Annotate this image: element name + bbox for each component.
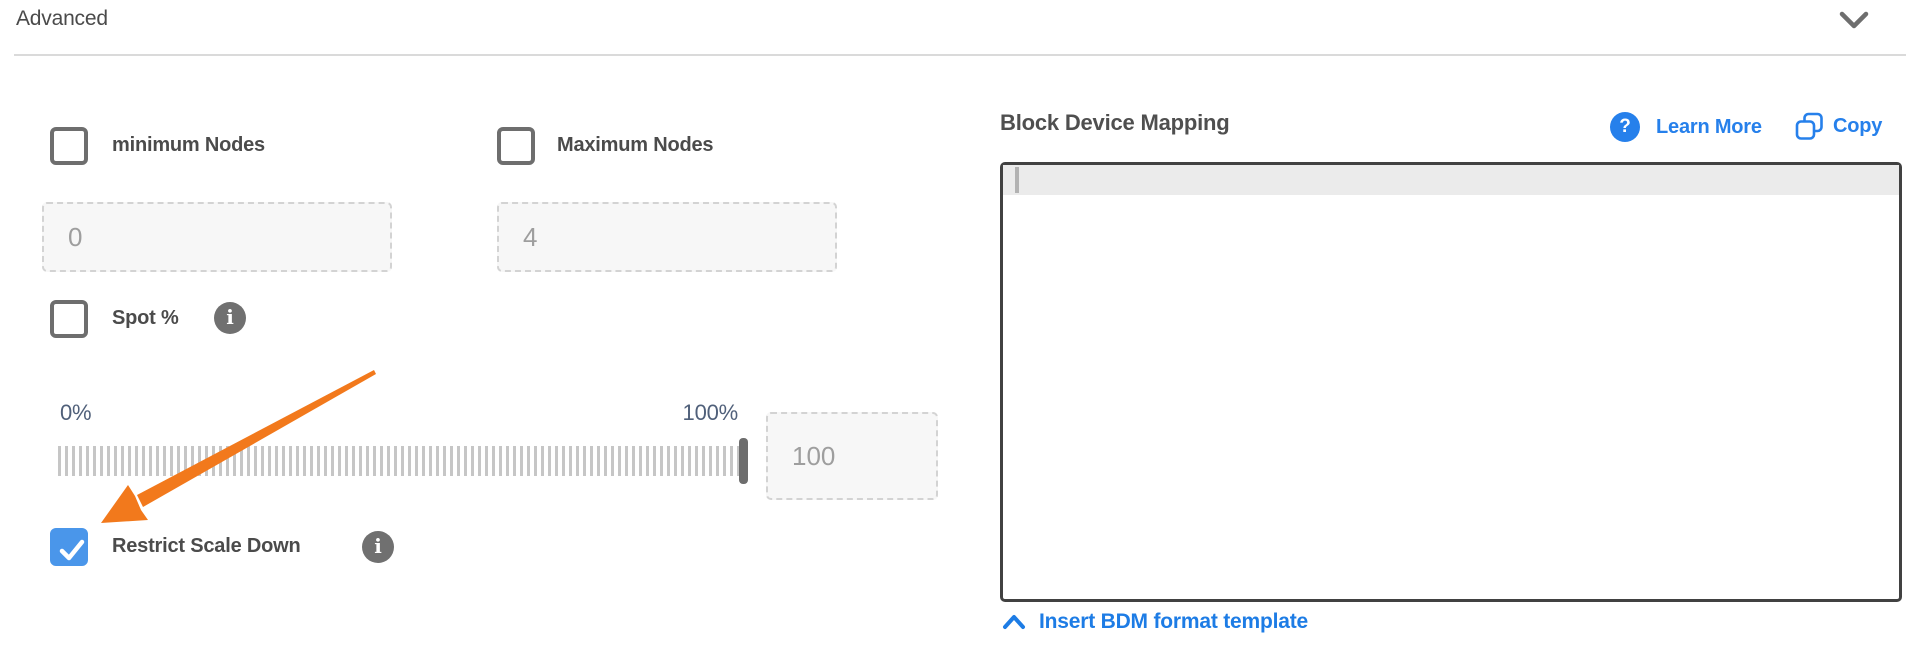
- slider-min-label: 0%: [60, 400, 92, 425]
- info-icon[interactable]: i: [214, 302, 246, 334]
- question-mark-icon: ?: [1610, 112, 1640, 142]
- learn-more-link[interactable]: ? Learn More: [1610, 112, 1762, 142]
- insert-bdm-template-label: Insert BDM format template: [1039, 610, 1309, 633]
- collapse-section-button[interactable]: [1838, 8, 1870, 34]
- block-device-mapping-title: Block Device Mapping: [1000, 110, 1230, 135]
- editor-active-line: [1003, 165, 1899, 195]
- info-icon[interactable]: i: [362, 531, 394, 563]
- spot-percent-slider-handle[interactable]: [739, 438, 748, 484]
- bdm-editor[interactable]: [1000, 162, 1902, 602]
- restrict-scale-down-label: Restrict Scale Down: [112, 535, 301, 557]
- copy-label: Copy: [1833, 115, 1883, 137]
- checkmark-icon: [59, 539, 85, 561]
- minimum-nodes-checkbox[interactable]: [50, 127, 88, 165]
- slider-max-label: 100%: [682, 400, 739, 425]
- section-divider: [14, 54, 1906, 56]
- copy-icon: [1795, 112, 1823, 140]
- restrict-scale-down-checkbox[interactable]: [50, 528, 88, 566]
- spot-percent-slider-track[interactable]: [58, 446, 739, 476]
- maximum-nodes-label: Maximum Nodes: [557, 134, 714, 156]
- editor-text-cursor: [1015, 167, 1019, 193]
- section-title-advanced: Advanced: [16, 7, 108, 30]
- maximum-nodes-input[interactable]: [497, 202, 837, 272]
- spot-percent-checkbox[interactable]: [50, 300, 88, 338]
- maximum-nodes-checkbox[interactable]: [497, 127, 535, 165]
- spot-percent-value-input[interactable]: [766, 412, 938, 500]
- copy-button[interactable]: Copy: [1795, 112, 1882, 141]
- chevron-up-icon: [1003, 615, 1025, 629]
- minimum-nodes-input[interactable]: [42, 202, 392, 272]
- insert-bdm-template-link[interactable]: Insert BDM format template: [1002, 610, 1308, 634]
- learn-more-label: Learn More: [1656, 115, 1762, 138]
- minimum-nodes-label: minimum Nodes: [112, 134, 265, 156]
- spot-percent-label: Spot %: [112, 307, 179, 329]
- chevron-down-icon: [1839, 11, 1869, 29]
